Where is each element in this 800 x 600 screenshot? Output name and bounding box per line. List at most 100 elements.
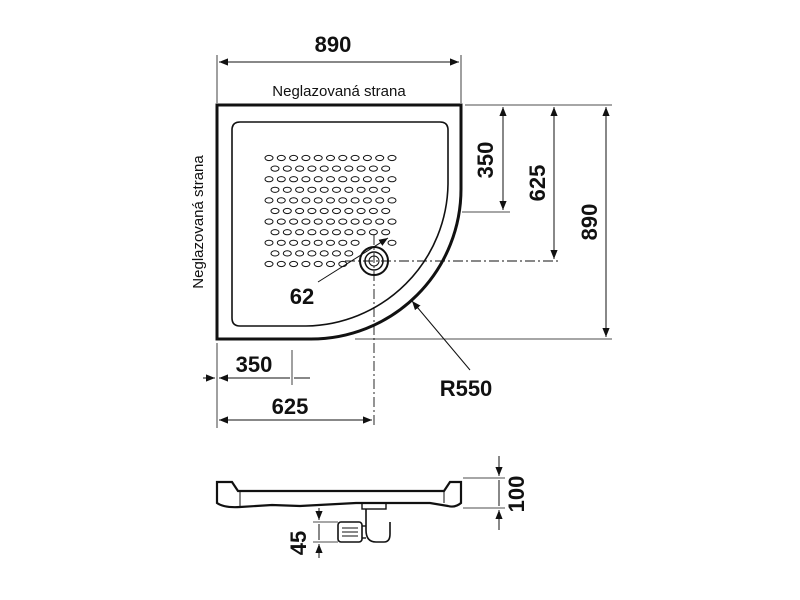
anti-slip-dot (313, 197, 323, 204)
dim-right-height: 890 (577, 204, 602, 241)
anti-slip-dot (307, 165, 317, 172)
anti-slip-dot (350, 154, 360, 162)
anti-slip-dot (375, 176, 385, 183)
anti-slip-dot (295, 186, 305, 193)
anti-slip-dot (344, 186, 354, 193)
anti-slip-dot (264, 218, 274, 225)
anti-slip-dot (326, 176, 335, 183)
anti-slip-dot (301, 218, 311, 225)
anti-slip-dot (350, 176, 360, 183)
anti-slip-dot (276, 176, 286, 183)
anti-slip-dot (381, 186, 391, 193)
anti-slip-dot (338, 176, 348, 183)
anti-slip-dot (356, 207, 366, 215)
dim-right-center: 625 (525, 165, 550, 202)
anti-slip-dot (282, 229, 292, 236)
dim-side-height: 100 (504, 476, 529, 513)
anti-slip-dots (264, 154, 397, 268)
anti-slip-dot (319, 186, 329, 193)
anti-slip-dot (264, 176, 274, 183)
dim-radius: R550 (440, 376, 493, 401)
anti-slip-dot (264, 260, 274, 268)
anti-slip-dot (332, 207, 341, 215)
dim-bottom-center: 625 (272, 394, 309, 419)
anti-slip-dot (276, 197, 286, 204)
anti-slip-dot (344, 165, 354, 172)
anti-slip-dot (307, 186, 317, 193)
anti-slip-dot (264, 197, 274, 204)
leader-radius (411, 300, 471, 371)
anti-slip-dot (270, 186, 280, 193)
anti-slip-dot (368, 207, 378, 215)
anti-slip-dot (295, 165, 305, 172)
dim-bottom-straight: 350 (236, 352, 273, 377)
anti-slip-dot (313, 154, 323, 162)
anti-slip-dot (319, 229, 329, 236)
anti-slip-dot (270, 207, 280, 215)
anti-slip-dot (282, 250, 292, 257)
anti-slip-dot (276, 154, 286, 162)
anti-slip-dot (332, 229, 341, 236)
leader-drain (317, 237, 389, 283)
anti-slip-dot (301, 176, 311, 183)
anti-slip-dot (319, 207, 329, 215)
anti-slip-dot (326, 197, 335, 204)
anti-slip-dot (313, 218, 323, 225)
anti-slip-dot (276, 218, 286, 225)
anti-slip-dot (270, 165, 280, 172)
anti-slip-dot (270, 229, 280, 236)
anti-slip-dot (350, 239, 360, 246)
anti-slip-dot (338, 154, 348, 162)
anti-slip-dot (319, 250, 329, 257)
tray-side-profile (215, 480, 463, 509)
anti-slip-dot (362, 218, 372, 225)
anti-slip-dot (289, 260, 299, 268)
anti-slip-dot (344, 250, 354, 257)
anti-slip-dot (282, 186, 292, 193)
anti-slip-dot (264, 154, 274, 162)
anti-slip-dot (387, 197, 397, 204)
anti-slip-dot (368, 165, 378, 172)
anti-slip-dot (264, 239, 274, 246)
anti-slip-dot (319, 165, 329, 172)
anti-slip-dot (350, 197, 360, 204)
tray-inner-outline (231, 121, 449, 327)
plan-view: 890 Neglazovaná strana Neglazovaná stran… (190, 32, 612, 428)
tray-outer-outline (215, 103, 463, 341)
anti-slip-dot (295, 229, 305, 236)
anti-slip-dot (338, 218, 348, 225)
anti-slip-dot (326, 218, 335, 225)
anti-slip-dot (375, 197, 385, 204)
anti-slip-dot (289, 218, 299, 225)
anti-slip-dot (295, 250, 305, 257)
anti-slip-dot (282, 165, 292, 172)
anti-slip-dot (381, 229, 391, 236)
anti-slip-dot (362, 176, 372, 183)
anti-slip-dot (338, 239, 348, 246)
anti-slip-dot (307, 250, 317, 257)
anti-slip-dot (313, 176, 323, 183)
anti-slip-dot (313, 239, 323, 246)
anti-slip-dot (289, 154, 299, 162)
anti-slip-dot (387, 176, 397, 183)
anti-slip-dot (356, 229, 366, 236)
anti-slip-dot (301, 154, 311, 162)
anti-slip-dot (350, 218, 360, 225)
anti-slip-dot (276, 239, 286, 246)
anti-slip-dot (301, 239, 311, 246)
anti-slip-dot (295, 207, 305, 215)
anti-slip-dot (381, 207, 391, 215)
anti-slip-dot (356, 186, 366, 193)
anti-slip-dot (301, 197, 311, 204)
anti-slip-dot (332, 186, 341, 193)
anti-slip-dot (289, 197, 299, 204)
anti-slip-dot (282, 207, 292, 215)
anti-slip-dot (344, 229, 354, 236)
anti-slip-dot (326, 154, 335, 162)
label-unglazed-left: Neglazovaná strana (190, 155, 207, 289)
dim-side-drain-drop: 45 (286, 531, 311, 555)
anti-slip-dot (368, 229, 378, 236)
anti-slip-dot (362, 197, 372, 204)
anti-slip-dot (368, 186, 378, 193)
anti-slip-dot (326, 260, 335, 268)
